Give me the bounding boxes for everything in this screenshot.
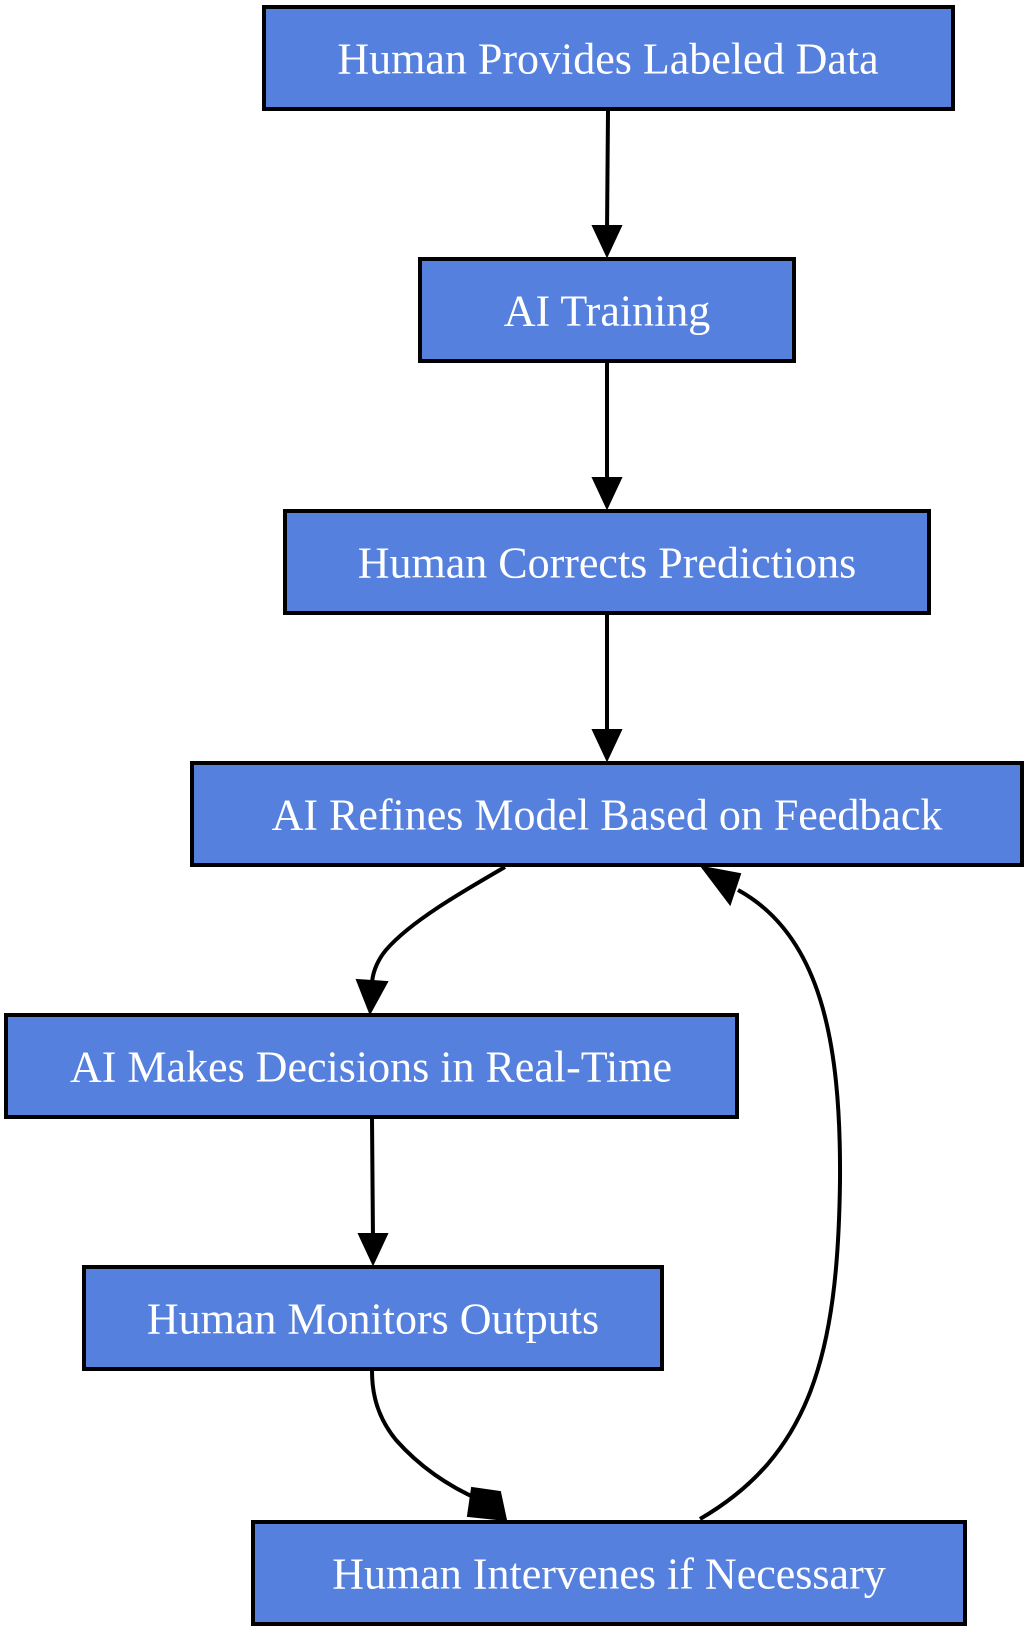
- node-make-decisions: AI Makes Decisions in Real-Time: [4, 1013, 739, 1119]
- node-ai-training: AI Training: [418, 257, 796, 363]
- edge-monitor-outputs-to-intervene: [370, 1370, 481, 1502]
- node-monitor-outputs: Human Monitors Outputs: [82, 1265, 664, 1371]
- node-box: [251, 1520, 967, 1626]
- arrowhead-ai-training: [591, 225, 623, 259]
- edge-refine-model-to-make-decisions: [370, 865, 507, 986]
- nodes: Human Provides Labeled Data AI Training …: [4, 5, 1024, 1626]
- node-box: [283, 509, 931, 615]
- node-label: Human Monitors Outputs: [147, 1295, 599, 1344]
- node-box: [4, 1013, 739, 1119]
- node-label: Human Corrects Predictions: [358, 539, 857, 588]
- arrowhead-intervene: [466, 1486, 508, 1522]
- arrowhead-monitor-outputs: [357, 1233, 389, 1267]
- edge-provide-data-to-ai-training: [605, 110, 610, 233]
- arrowhead-refine-model-loop: [699, 865, 742, 907]
- node-refine-model: AI Refines Model Based on Feedback: [190, 761, 1024, 867]
- node-label: AI Refines Model Based on Feedback: [272, 791, 943, 840]
- node-box: [418, 257, 796, 363]
- edge-make-decisions-to-monitor-outputs: [370, 1118, 375, 1241]
- node-provide-data: Human Provides Labeled Data: [262, 5, 955, 111]
- node-box: [82, 1265, 664, 1371]
- node-box: [262, 5, 955, 111]
- edge-intervene-to-refine-model: [698, 888, 843, 1521]
- arrowhead-make-decisions: [355, 978, 389, 1016]
- arrowhead-correct-predictions: [591, 477, 623, 511]
- node-label: AI Training: [504, 287, 711, 336]
- node-label: Human Provides Labeled Data: [337, 35, 878, 84]
- node-box: [190, 761, 1024, 867]
- node-label: AI Makes Decisions in Real-Time: [70, 1043, 672, 1092]
- node-label: Human Intervenes if Necessary: [332, 1550, 885, 1599]
- edges: [355, 110, 843, 1522]
- node-correct-predictions: Human Corrects Predictions: [283, 509, 931, 615]
- node-intervene: Human Intervenes if Necessary: [251, 1520, 967, 1626]
- arrowhead-refine-model: [591, 729, 623, 763]
